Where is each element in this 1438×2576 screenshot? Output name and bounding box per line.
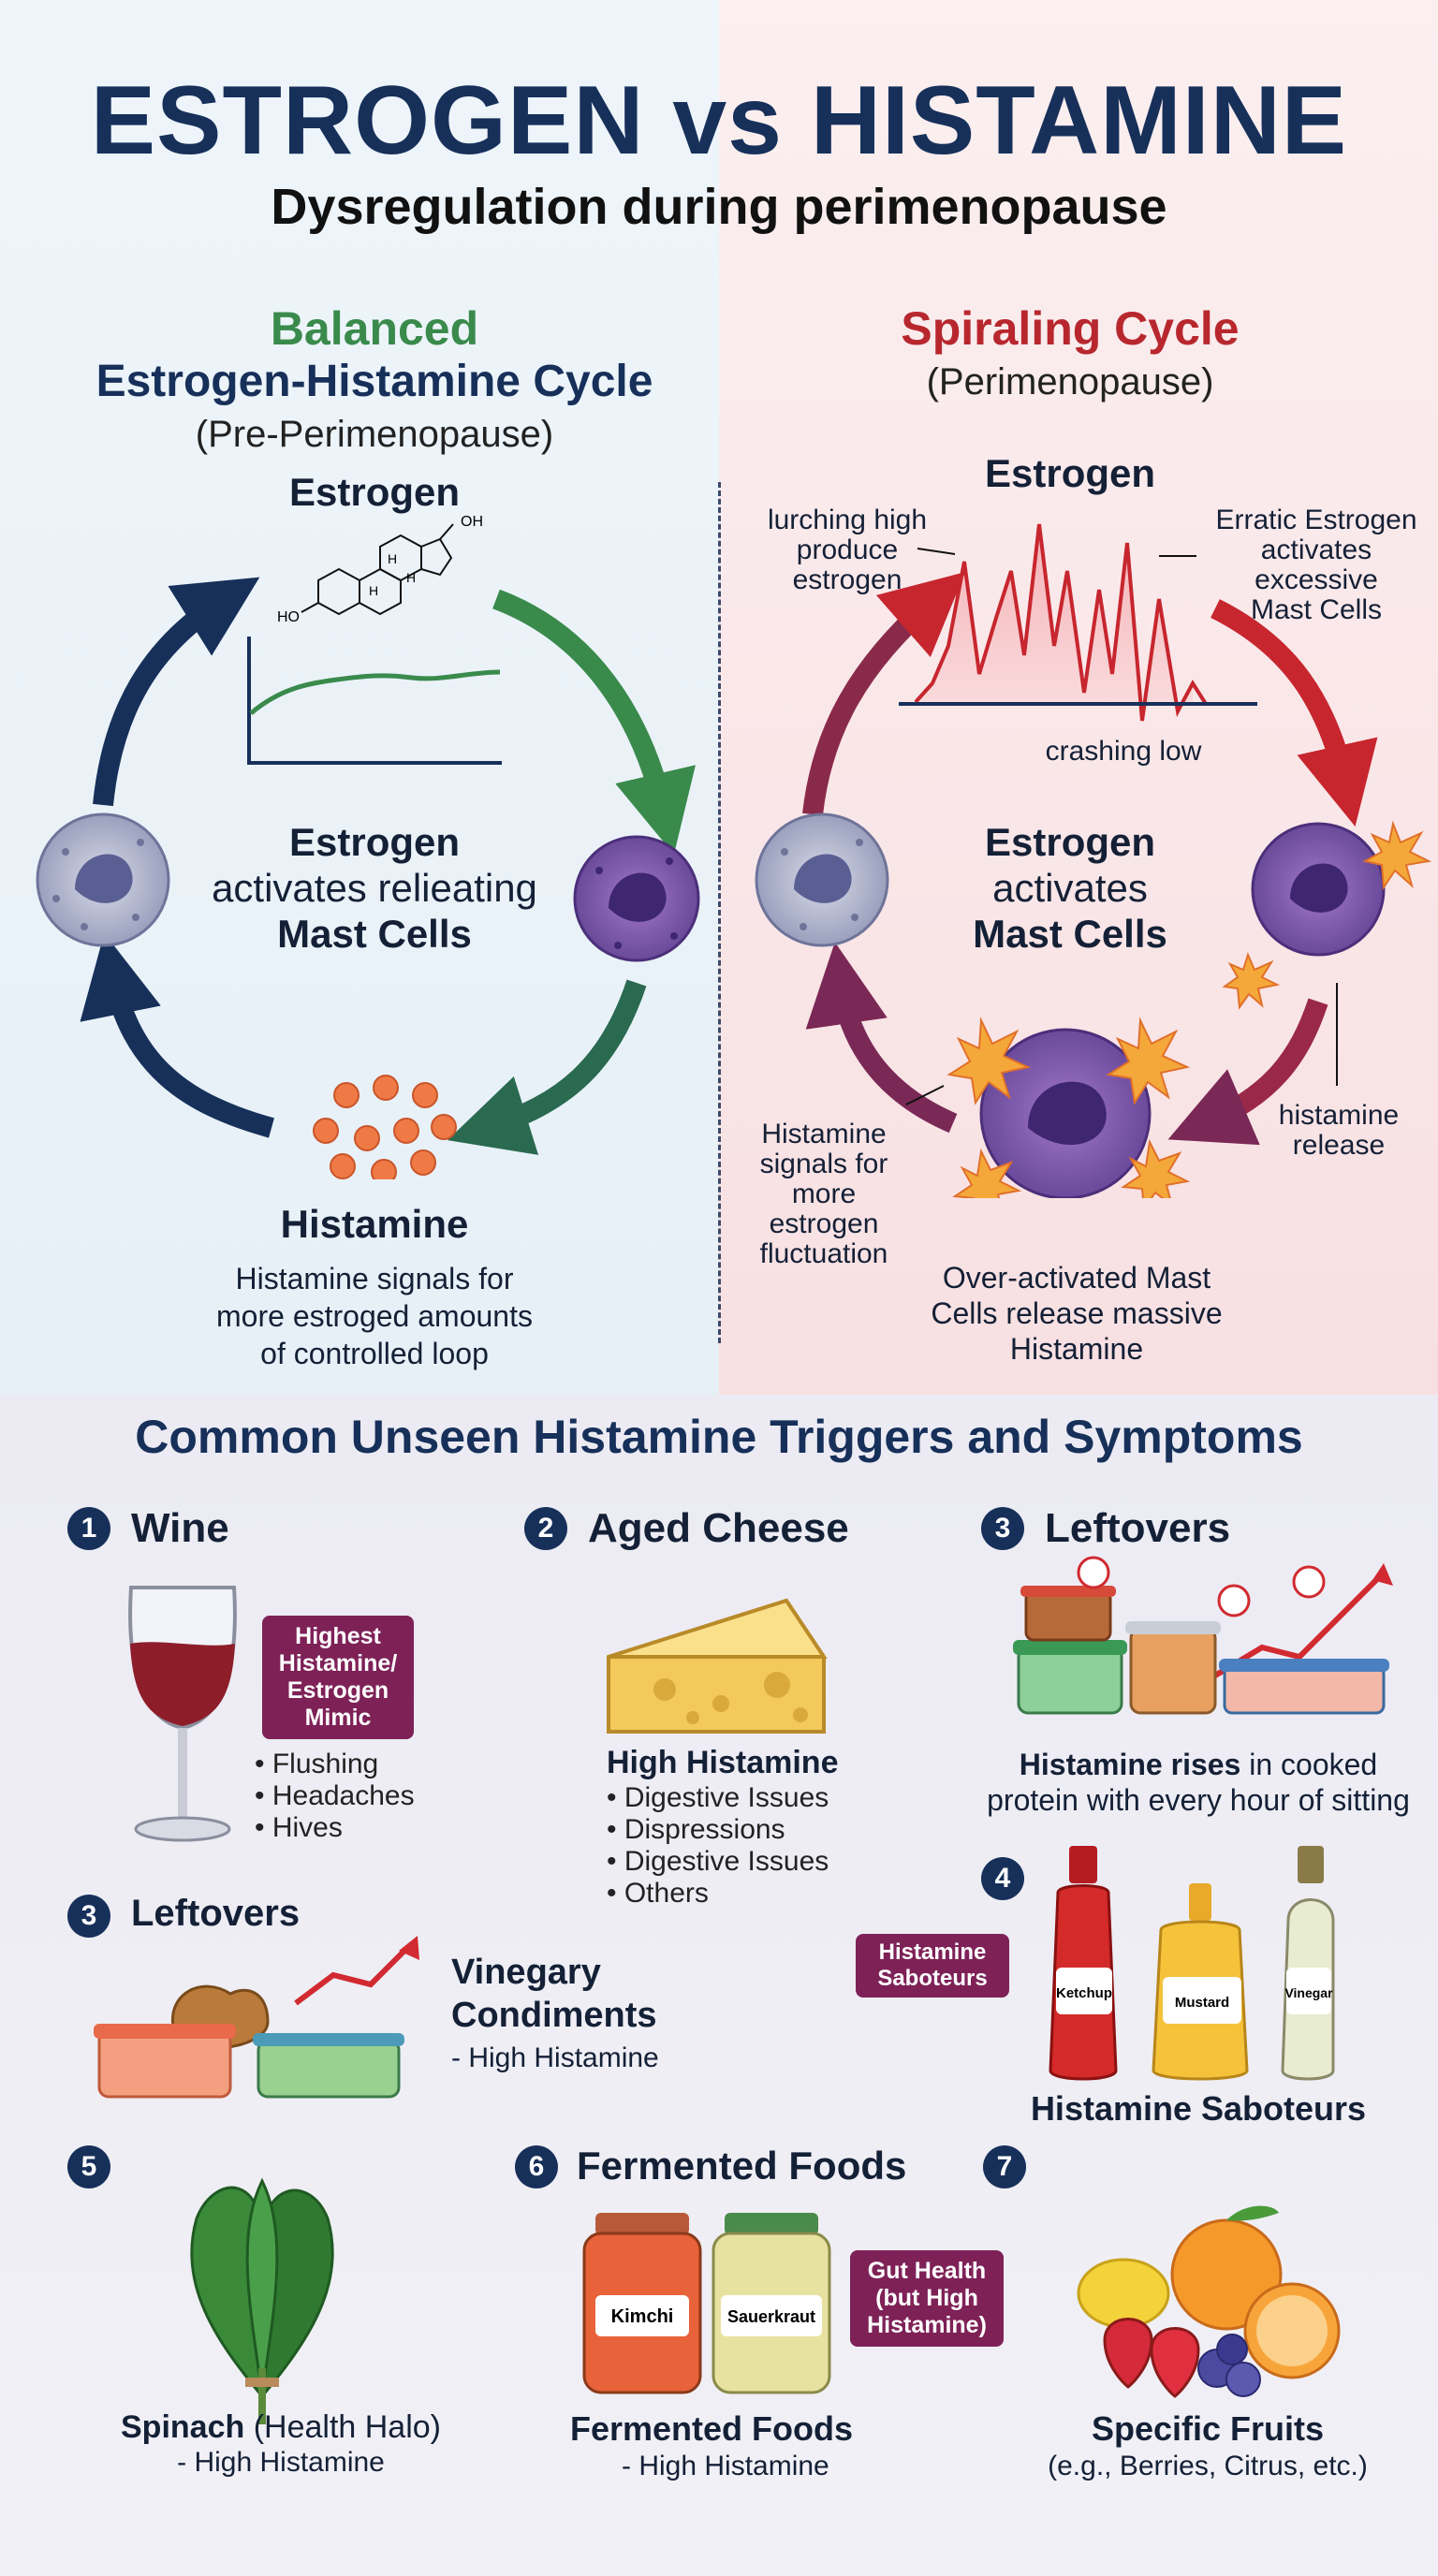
condiments-badge: Histamine Saboteurs [856,1934,1009,1998]
fermented-note: - High Histamine [622,2451,829,2481]
leftovers-containers-icon [1013,1556,1393,1715]
vinegary-title: Vinegary Condiments [451,1953,657,2035]
left-histamine-label: Histamine [280,1202,469,1246]
note-erratic-estrogen: Erratic Estrogen activates excessive Mas… [1215,505,1417,625]
right-center-activates: activates [992,866,1148,910]
arrow-red-down [1211,599,1378,827]
note-histamine-release: histamine release [1278,1100,1400,1161]
note-histamine-signals: Histamine signals for more estrogen fluc… [759,1119,888,1269]
fermented-caption: Fermented Foods [569,2409,854,2448]
wine-badge: Highest Histamine/ Estrogen Mimic [262,1616,414,1739]
wine-title: Wine [131,1505,229,1551]
triggers-heading: Common Unseen Histamine Triggers and Sym… [135,1411,1303,1463]
cheese-title: Aged Cheese [588,1505,849,1551]
note-crashing-low: crashing low [1045,736,1202,767]
fermented-title: Fermented Foods [577,2144,907,2188]
balanced-panel [0,0,719,1395]
right-estrogen-label: Estrogen [984,451,1156,495]
number-badge-2: 2 [524,1507,567,1550]
fermented-jars-icon: Kimchi Sauerkraut [582,2213,831,2394]
number-badge-5: 5 [67,2145,110,2188]
spiraling-cycle-graphic [755,523,1432,1198]
kimchi-label: Kimchi [611,2306,674,2327]
number-badge-6: 6 [515,2145,558,2188]
leftover-food-icon [94,1936,419,2099]
stable-estrogen-graph [247,637,502,765]
mustard-label: Mustard [1175,1995,1229,2011]
left-center-activates: activates relieating [212,866,537,910]
balanced-heading: Balanced [270,302,479,355]
number-badge-7: 7 [983,2145,1026,2188]
arrow-teal-left [448,979,647,1155]
left-center-mast-cells: Mast Cells [277,912,472,956]
vinegar-label: Vinegar [1284,1985,1333,2000]
panel-divider [718,482,721,1343]
note-lurching-high: lurching high produce estrogen [767,505,928,595]
ketchup-label: Ketchup [1056,1985,1112,2001]
number-badge-1: 1 [67,1507,110,1550]
page-title: ESTROGEN vs HISTAMINE [90,66,1348,175]
condiment-bottles-icon: Ketchup Mustard Vinegar [1049,1846,1335,2081]
page-subtitle: Dysregulation during perimenopause [271,179,1167,235]
balanced-period: (Pre-Perimenopause) [195,414,554,455]
leftovers-caption: Histamine rises in cooked protein with e… [987,1748,1410,1817]
wine-glass-icon [128,1586,237,1842]
resting-mast-cell-icon-right [755,812,889,947]
right-center-estrogen: Estrogen [984,820,1156,864]
ho-text: HO [277,609,300,625]
right-bottom-text: Over-activated Mast Cells release massiv… [931,1261,1223,1366]
condiments-caption: Histamine Saboteurs [1030,2089,1367,2128]
spiraling-heading: Spiraling Cycle [901,302,1240,355]
erratic-estrogen-graph [899,523,1257,722]
balanced-subheading: Estrogen-Histamine Cycle [95,357,653,406]
cheese-icon [607,1598,828,1734]
arrow-navy-up-left [80,932,274,1138]
left-center-estrogen: Estrogen [288,820,461,864]
h-text-1: H [388,551,397,566]
spinach-caption: Spinach (Health Halo) - High Histamine [121,2409,441,2478]
arrow-plum-left [1167,998,1328,1146]
right-center-mast-cells: Mast Cells [973,912,1167,956]
arrow-navy-up [93,577,260,807]
estrogen-molecule-icon [301,523,454,616]
activated-mast-cell-icon [573,835,700,962]
fruits-caption: Specific Fruits [1091,2409,1325,2448]
vinegary-note: - High Histamine [451,2042,659,2073]
spiraling-period: (Perimenopause) [926,361,1214,402]
number-badge-3b: 3 [67,1895,110,1938]
left-estrogen-label: Estrogen [288,470,461,514]
fermented-badge: Gut Health (but High Histamine) [850,2250,1004,2347]
arrow-plum-up [805,942,958,1134]
cheese-symptoms: • Digestive Issues • Dispressions • Dige… [607,1782,829,1909]
oh-text: OH [461,514,483,530]
leftovers-title-2: Leftovers [131,1893,301,1934]
arrow-maroon-up [802,572,966,816]
over-activated-mast-cell-icon [946,1017,1191,1198]
wine-symptoms: • Flushing • Headaches • Hives [255,1749,415,1843]
arrow-green-down [492,589,696,855]
cheese-label: High Histamine [607,1745,839,1780]
balanced-cycle-graphic: OH HO H H H [36,514,700,1179]
h-text-2: H [406,570,416,585]
resting-mast-cell-icon [36,812,170,947]
histamine-molecules-icon [313,1075,457,1179]
number-badge-4: 4 [981,1857,1024,1900]
leftovers-title: Leftovers [1045,1505,1231,1551]
h-text-3: H [369,583,378,598]
bursting-mast-cell-icon [1222,820,1432,1010]
sauerkraut-label: Sauerkraut [727,2307,815,2326]
number-badge-3: 3 [981,1507,1024,1550]
fruits-note: (e.g., Berries, Citrus, etc.) [1048,2451,1368,2481]
spinach-icon [190,2177,334,2424]
left-histamine-text: Histamine signals for more estroged amou… [216,1262,533,1370]
fruits-icon [1077,2205,1341,2398]
